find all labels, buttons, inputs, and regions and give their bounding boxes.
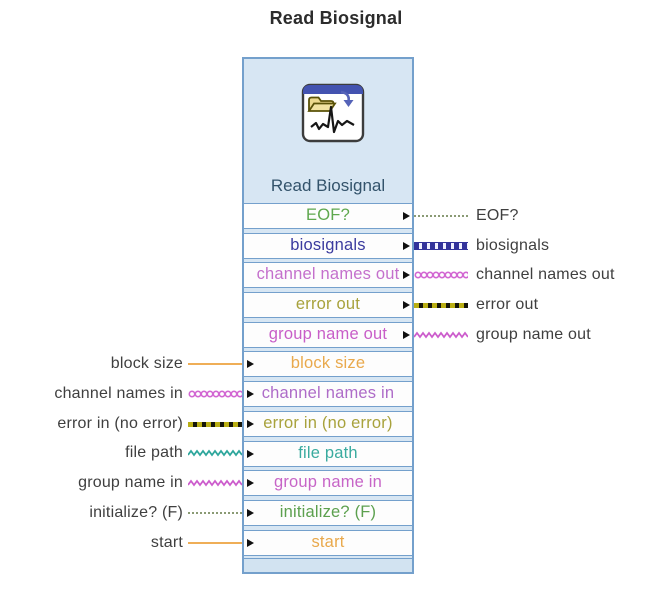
left-terminal-label: channel names in: [54, 385, 183, 402]
left-terminal-block-size: block size: [0, 354, 242, 374]
output-arrow-icon: [403, 212, 410, 220]
left-terminal-initialize: initialize? (F): [0, 503, 242, 523]
vi-block-label: Read Biosignal: [270, 176, 386, 195]
right-terminal-label: channel names out: [476, 266, 615, 283]
terminal-row-block-size: block size: [243, 351, 413, 378]
terminal-label: start: [311, 532, 345, 551]
terminal-row-biosignals: biosignals: [243, 232, 413, 259]
terminal-row-eof: EOF?: [243, 203, 413, 229]
wire-group-name-in: [188, 478, 242, 488]
down-arrow-glyph: [340, 90, 354, 107]
terminal-label: channel names in: [261, 384, 395, 403]
terminal-row-channel-names-out: channel names out: [243, 262, 413, 289]
left-terminal-label: initialize? (F): [89, 504, 183, 521]
input-arrow-icon: [247, 419, 254, 428]
wire-biosignals: [414, 242, 468, 250]
terminal-row-group-name-in: group name in: [243, 470, 413, 497]
wire-initialize: [188, 512, 242, 514]
left-terminal-label: group name in: [78, 474, 183, 491]
terminal-label: file path: [298, 443, 358, 462]
wire-group-name-out: [414, 330, 468, 340]
wire-error-out: [414, 302, 468, 308]
terminal-row-start: start: [243, 529, 413, 556]
terminal-row-group-name-out: group name out: [243, 321, 413, 348]
terminal-label: EOF?: [306, 206, 350, 224]
empty-terminal-row: [243, 558, 413, 573]
left-terminal-label: block size: [110, 355, 183, 372]
folder-glyph: [307, 96, 337, 112]
input-arrow-icon: [247, 449, 254, 458]
vi-title: Read Biosignal: [269, 8, 403, 28]
wire-block-size: [188, 362, 242, 366]
terminal-label: group name in: [273, 473, 383, 492]
left-terminal-file-path: file path: [0, 443, 242, 463]
input-arrow-icon: [247, 360, 254, 369]
output-arrow-icon: [403, 301, 410, 310]
output-arrow-icon: [403, 271, 410, 280]
terminal-label: error out: [295, 295, 361, 314]
terminal-label: initialize? (F): [279, 502, 377, 521]
ecg-wave-glyph: [310, 105, 355, 134]
output-arrow-icon: [403, 241, 410, 250]
terminal-label: channel names out: [256, 265, 400, 284]
input-arrow-icon: [247, 508, 254, 517]
wire-channel-names-out: [414, 270, 468, 280]
right-terminal-label: EOF?: [476, 207, 519, 224]
right-terminal-label: group name out: [476, 326, 591, 343]
right-terminal-channel-names-out: channel names out: [414, 265, 672, 285]
right-terminal-biosignals: biosignals: [414, 236, 672, 256]
terminal-row-initialize: initialize? (F): [243, 499, 413, 526]
wire-channel-names-in: [188, 389, 242, 399]
vi-block: Read Biosignal EOF? biosignals channel n…: [242, 57, 414, 574]
left-terminal-start: start: [0, 533, 242, 553]
wire-start: [188, 541, 242, 545]
terminal-label: error in (no error): [263, 413, 393, 432]
wire-error-in: [188, 421, 242, 427]
input-arrow-icon: [247, 479, 254, 488]
terminal-row-error-in: error in (no error): [243, 410, 413, 437]
input-arrow-icon: [247, 390, 254, 399]
left-terminal-error-in: error in (no error): [0, 414, 242, 434]
left-terminal-label: file path: [125, 444, 183, 461]
input-arrow-icon: [247, 538, 254, 547]
left-terminal-label: error in (no error): [57, 415, 183, 432]
right-terminal-error-out: error out: [414, 295, 672, 315]
right-terminal-group-name-out: group name out: [414, 325, 672, 345]
right-terminal-label: biosignals: [476, 237, 550, 254]
terminal-row-file-path: file path: [243, 440, 413, 467]
right-terminal-eof: EOF?: [414, 206, 672, 226]
terminal-rows: EOF? biosignals channel names out error …: [243, 203, 413, 559]
terminal-label: group name out: [268, 324, 388, 343]
wire-eof: [414, 215, 468, 217]
terminal-label: biosignals: [290, 235, 366, 254]
output-arrow-icon: [403, 330, 410, 339]
terminal-row-error-out: error out: [243, 292, 413, 319]
right-terminal-label: error out: [476, 296, 539, 313]
left-terminal-channel-names-in: channel names in: [0, 384, 242, 404]
read-biosignal-file-icon: [301, 83, 365, 143]
wire-file-path: [188, 448, 242, 458]
left-terminal-group-name-in: group name in: [0, 473, 242, 493]
terminal-label: block size: [290, 354, 366, 373]
left-terminal-label: start: [150, 534, 183, 551]
terminal-row-channel-names-in: channel names in: [243, 381, 413, 408]
